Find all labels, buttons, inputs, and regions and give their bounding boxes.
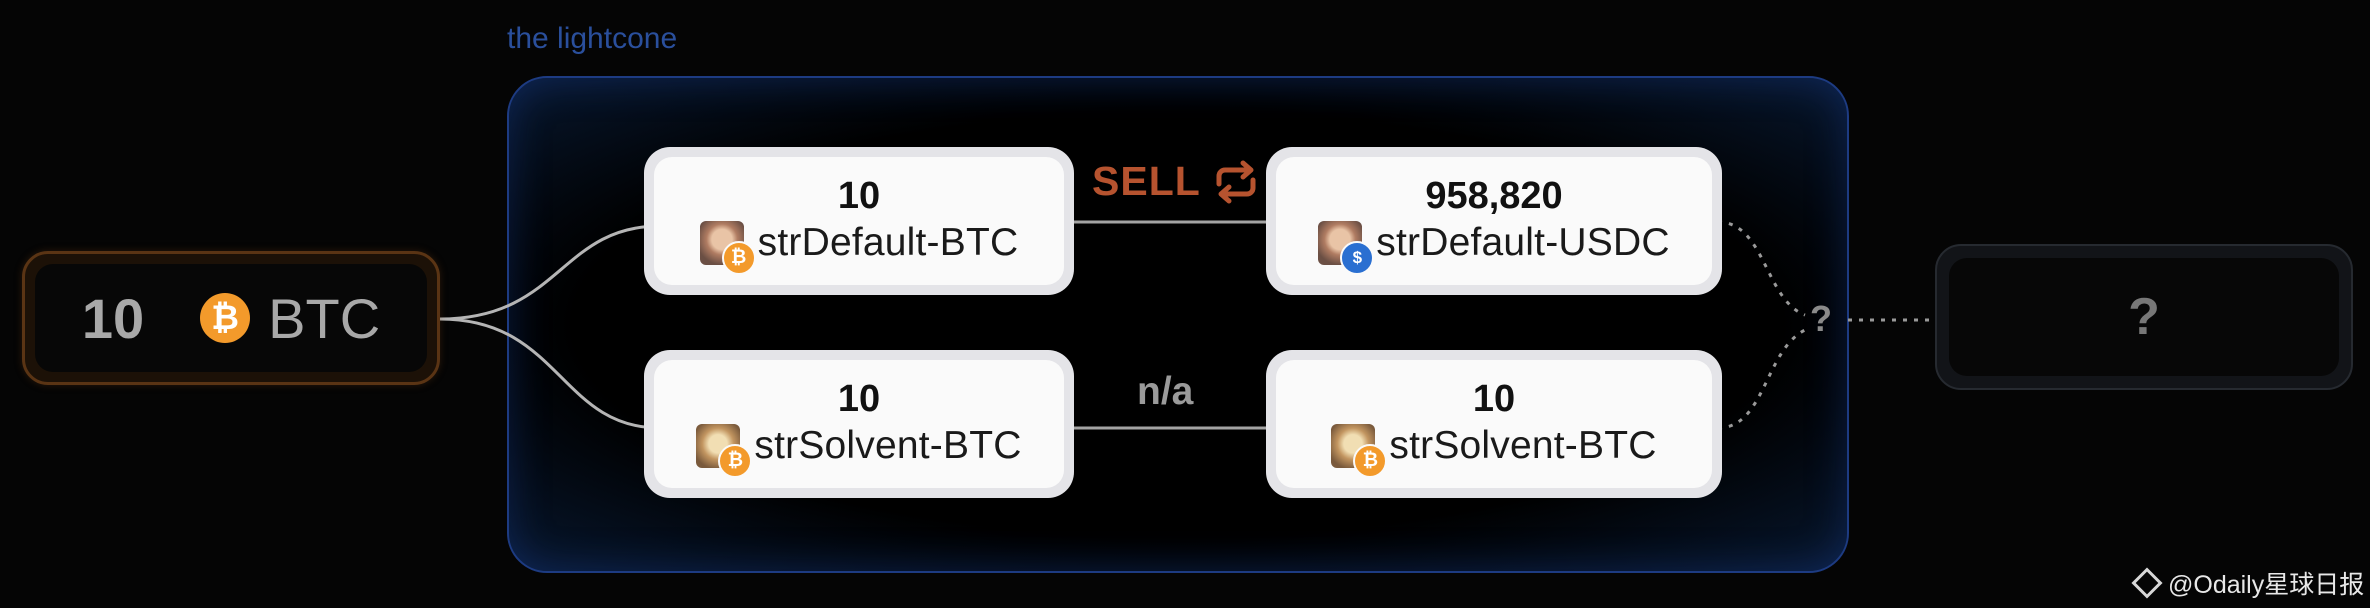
- node-strsolvent-btc-left[interactable]: 10 ₿ strSolvent-BTC: [644, 350, 1074, 498]
- bitcoin-badge-icon: ₿: [718, 443, 753, 478]
- node-name: strSolvent-BTC: [754, 423, 1022, 467]
- bitcoin-badge-icon: ₿: [1353, 443, 1388, 478]
- na-edge-label: n/a: [1137, 370, 1194, 413]
- connector-source-to-default-btc: [439, 224, 661, 321]
- bitcoin-icon: ₿: [200, 293, 251, 343]
- strategy-solvent-avatar: ₿: [1331, 423, 1388, 478]
- node-name: strDefault-BTC: [757, 220, 1019, 264]
- sell-label: SELL: [1092, 158, 1201, 204]
- connector-usdc-to-merge: [1717, 220, 1806, 317]
- usdc-badge-icon: $: [1340, 240, 1375, 275]
- target-node[interactable]: ?: [1935, 244, 2353, 390]
- node-strdefault-btc[interactable]: 10 ₿ strDefault-BTC: [644, 147, 1074, 295]
- node-amount: 10: [1472, 378, 1516, 421]
- source-asset-node[interactable]: 10 ₿ BTC: [22, 251, 440, 385]
- node-amount: 958,820: [1425, 175, 1563, 218]
- node-strsolvent-btc-right[interactable]: 10 ₿ strSolvent-BTC: [1266, 350, 1722, 498]
- strategy-default-avatar: $: [1318, 220, 1375, 275]
- merge-question-mark: ?: [1810, 298, 1832, 339]
- swap-arrows-icon: [1216, 160, 1256, 203]
- source-amount: 10: [81, 286, 145, 350]
- sell-edge-label: SELL: [1092, 158, 1259, 205]
- watermark-text: @Odaily星球日报: [2168, 571, 2365, 599]
- node-name: strDefault-USDC: [1376, 220, 1670, 264]
- lightcone-label: the lightcone: [507, 22, 678, 55]
- target-label: ?: [2128, 288, 2160, 346]
- node-amount: 10: [837, 378, 881, 421]
- strategy-solvent-avatar: ₿: [696, 423, 753, 478]
- strategy-default-avatar: ₿: [699, 220, 756, 275]
- watermark: @Odaily星球日报: [2131, 565, 2365, 601]
- connector-solvent-to-merge: [1717, 328, 1806, 430]
- connector-source-to-solvent-btc: [439, 317, 661, 430]
- node-amount: 10: [837, 175, 881, 218]
- binance-logo-icon: [2131, 567, 2163, 599]
- node-name: strSolvent-BTC: [1389, 423, 1657, 467]
- source-asset-label: BTC: [268, 286, 381, 350]
- bitcoin-badge-icon: ₿: [721, 240, 756, 275]
- node-strdefault-usdc[interactable]: 958,820 $ strDefault-USDC: [1266, 147, 1722, 295]
